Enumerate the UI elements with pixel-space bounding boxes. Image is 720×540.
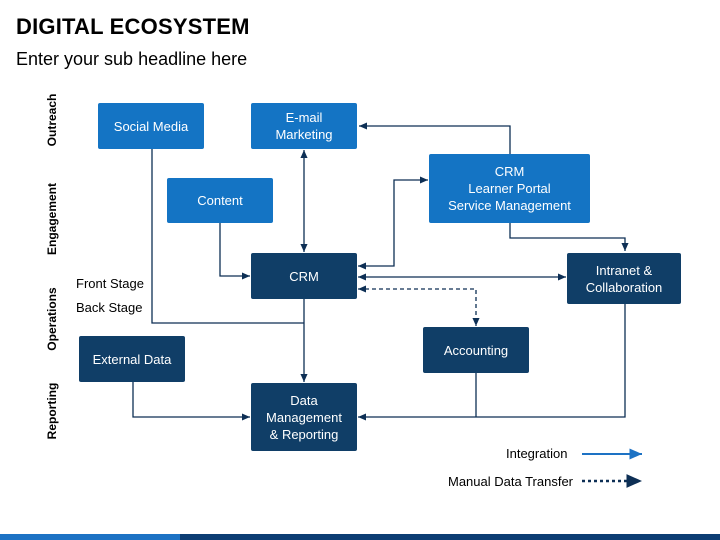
- page-subtitle: Enter your sub headline here: [16, 49, 248, 69]
- connector-crm-portal: [358, 176, 428, 270]
- node-crm: CRM: [251, 253, 357, 299]
- node-accounting: Accounting: [423, 327, 529, 373]
- node-social-media: Social Media: [98, 103, 204, 149]
- connector-crm-accounting-manual: [358, 285, 480, 326]
- connector-content-to-crm: [219, 223, 250, 280]
- page-title: DIGITAL ECOSYSTEM: [16, 14, 250, 39]
- node-intranet-collaboration: Intranet & Collaboration: [567, 253, 681, 304]
- node-email-marketing: E-mail Marketing: [251, 103, 357, 149]
- connector-portal-to-intranet: [509, 223, 629, 251]
- connector-portal-to-email: [359, 122, 511, 154]
- legend-manual-label: Manual Data Transfer: [448, 474, 574, 489]
- connector-social-to-data: [151, 149, 304, 324]
- node-external-data: External Data: [79, 336, 185, 382]
- node-content: Content: [167, 178, 273, 223]
- back-stage-label: Back Stage: [76, 300, 143, 315]
- legend-integration-label: Integration: [506, 446, 568, 461]
- connector-external-to-data: [132, 382, 250, 421]
- node-data-management-reporting: Data Management & Reporting: [251, 383, 357, 451]
- front-stage-label: Front Stage: [76, 276, 144, 291]
- connector-intranet-to-data: [358, 304, 626, 421]
- footer-bar: [0, 534, 720, 540]
- node-crm-learner-portal: CRM Learner Portal Service Management: [429, 154, 590, 223]
